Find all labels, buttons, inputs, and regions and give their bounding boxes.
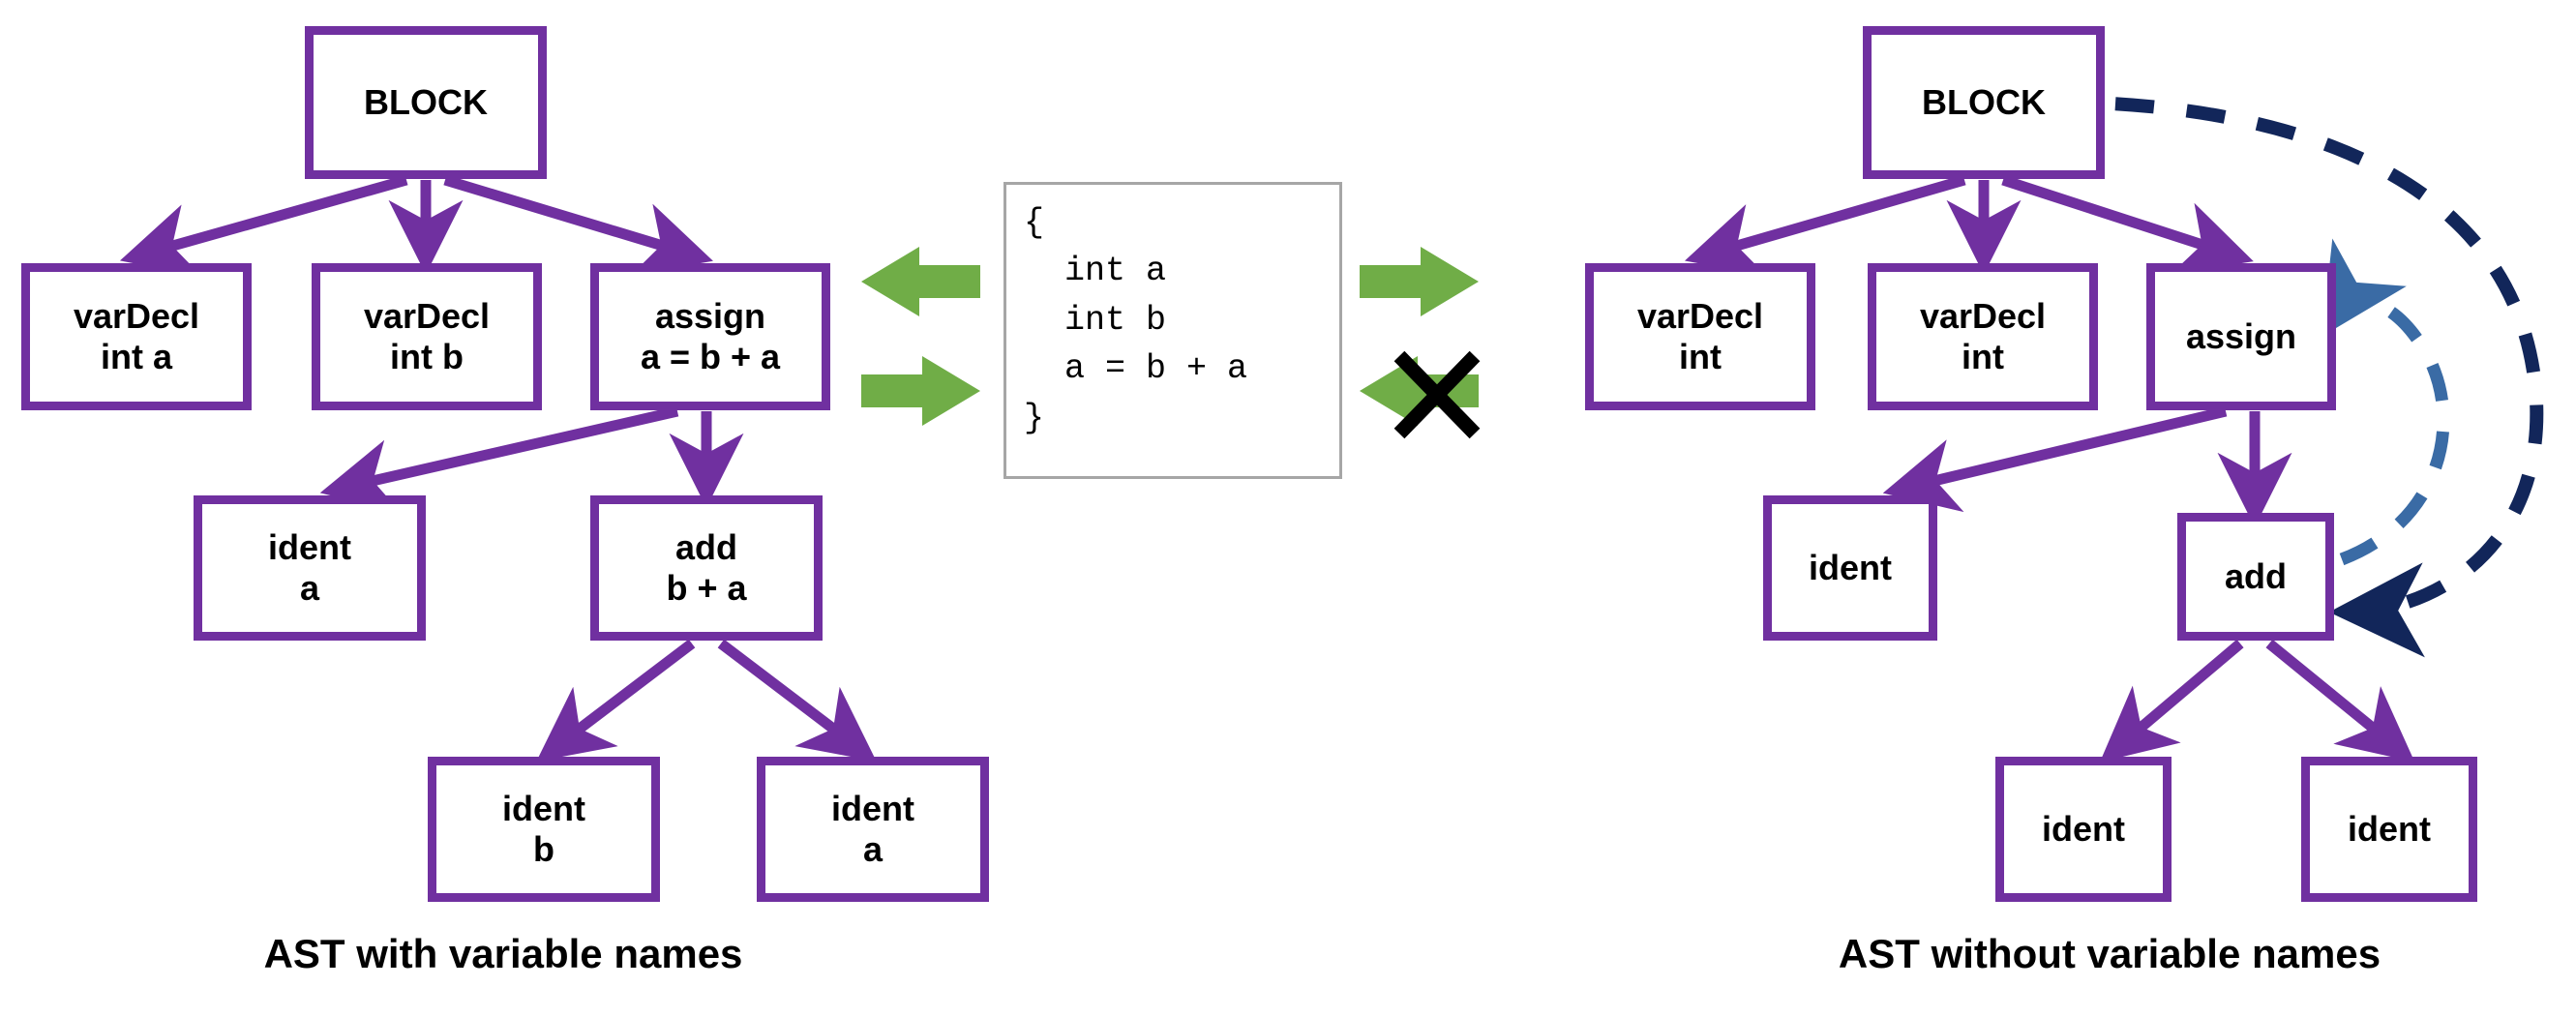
node-label-line1: assign bbox=[2185, 315, 2297, 356]
caption-right-tree: AST without variable names bbox=[1838, 931, 2381, 976]
edge-block-to-assign bbox=[443, 174, 713, 276]
node-label-line1: add bbox=[674, 526, 737, 567]
node-left-ident-a[interactable]: ident a bbox=[194, 495, 426, 641]
node-left-ident-a2[interactable]: ident a bbox=[757, 757, 989, 902]
node-right-ident-1[interactable]: ident bbox=[1763, 495, 1937, 641]
node-label-line1: varDecl bbox=[363, 295, 491, 336]
node-label-line2: a = b + a bbox=[640, 337, 781, 376]
edge-add-to-ident-b bbox=[536, 639, 696, 762]
node-left-vardecl-int-b[interactable]: varDecl int b bbox=[312, 263, 542, 410]
node-label-line1: varDecl bbox=[1636, 295, 1764, 336]
node-right-vardecl-int-1[interactable]: varDecl int bbox=[1585, 263, 1815, 410]
node-label-line1: ident bbox=[1809, 547, 1892, 587]
node-label-line1: varDecl bbox=[1919, 295, 2047, 336]
green-arrow-right-top bbox=[1360, 247, 1479, 316]
node-label-line1: BLOCK bbox=[1922, 81, 2046, 122]
edge-r-add-to-ident-3 bbox=[2265, 639, 2415, 763]
node-right-assign[interactable]: assign bbox=[2146, 263, 2336, 410]
node-label-line1: ident bbox=[2042, 808, 2125, 849]
edge-assign-to-ident-a bbox=[319, 405, 679, 513]
node-left-block[interactable]: BLOCK bbox=[305, 26, 547, 179]
source-code-panel: { int a int b a = b + a } bbox=[1003, 182, 1342, 479]
edge-r-block-to-vardecl-1 bbox=[1684, 174, 1966, 277]
node-right-ident-3[interactable]: ident bbox=[2301, 757, 2477, 902]
node-label-line1: add bbox=[2224, 555, 2287, 596]
node-left-assign[interactable]: assign a = b + a bbox=[590, 263, 830, 410]
caption-left-tree: AST with variable names bbox=[263, 931, 743, 976]
node-label-line1: BLOCK bbox=[364, 81, 488, 122]
node-label-line2: int b bbox=[390, 337, 464, 376]
node-label-line2: b + a bbox=[666, 568, 747, 608]
x-mark-icon bbox=[1393, 350, 1481, 439]
node-left-vardecl-int-a[interactable]: varDecl int a bbox=[21, 263, 252, 410]
green-arrow-left-bottom bbox=[861, 356, 980, 426]
node-label-line1: varDecl bbox=[73, 295, 200, 336]
node-label-line1: ident bbox=[831, 788, 914, 828]
edge-block-to-vardecl-a bbox=[119, 174, 408, 277]
node-label-line1: ident bbox=[2348, 808, 2431, 849]
node-right-block[interactable]: BLOCK bbox=[1863, 26, 2105, 179]
edge-add-to-ident-a bbox=[717, 639, 877, 762]
node-right-vardecl-int-2[interactable]: varDecl int bbox=[1868, 263, 2098, 410]
node-label-line1: ident bbox=[268, 526, 351, 567]
dashed-curve-add-to-assign bbox=[2321, 238, 2450, 566]
node-label-line2: a bbox=[862, 829, 884, 869]
node-right-add[interactable]: add bbox=[2177, 513, 2334, 641]
node-right-ident-2[interactable]: ident bbox=[1995, 757, 2172, 902]
node-label-line2: int bbox=[1679, 337, 1722, 376]
node-left-ident-b[interactable]: ident b bbox=[428, 757, 660, 902]
node-label-line2: a bbox=[299, 568, 320, 608]
edge-r-add-to-ident-2 bbox=[2099, 639, 2244, 763]
node-label-line1: ident bbox=[502, 788, 585, 828]
node-left-add[interactable]: add b + a bbox=[590, 495, 823, 641]
node-label-line1: assign bbox=[654, 295, 766, 336]
edge-r-block-to-assign bbox=[2001, 174, 2254, 274]
green-arrow-left-top bbox=[861, 247, 980, 316]
node-label-line2: int bbox=[1962, 337, 2004, 376]
node-label-line2: int a bbox=[100, 337, 172, 376]
node-label-line2: b bbox=[533, 829, 554, 869]
edge-r-assign-to-ident bbox=[1882, 405, 2228, 513]
